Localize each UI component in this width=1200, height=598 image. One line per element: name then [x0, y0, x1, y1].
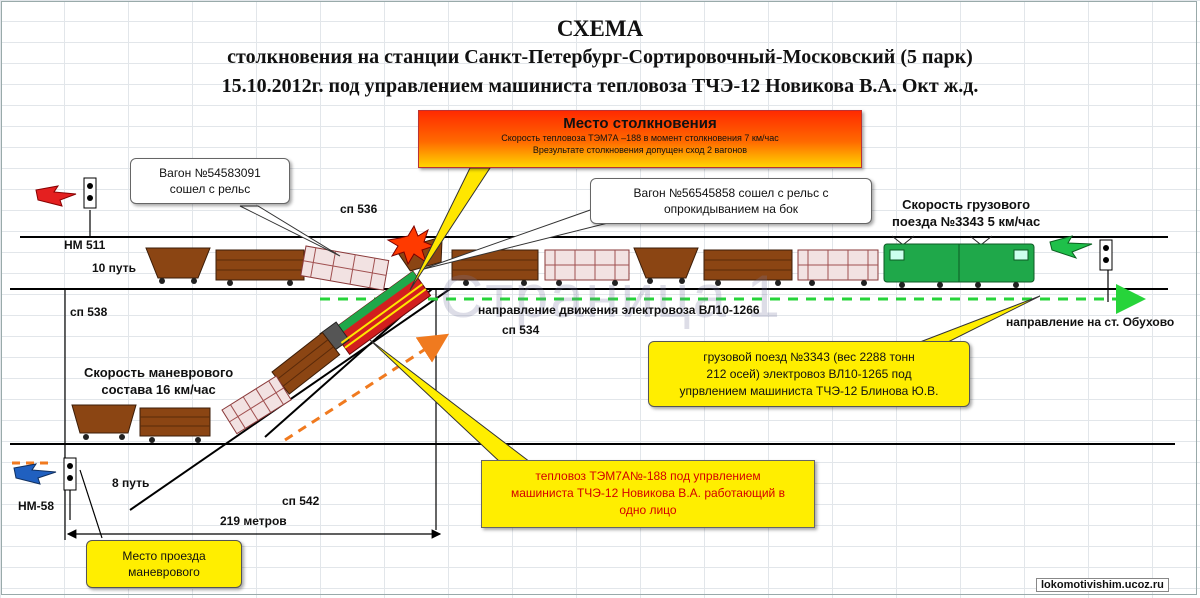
callout-pointers: [239, 167, 1041, 463]
tracks: [10, 210, 1175, 540]
shunt-pass-callout: Место проезда маневрового: [86, 540, 242, 588]
signal-hm58-label: НМ-58: [18, 499, 55, 513]
wagon-54583091-status: сошел с рельс: [169, 182, 251, 196]
boxcar-wagon: [139, 407, 211, 443]
freight-train-callout: грузовой поезд №3343 (вес 2288 тонн 212 …: [648, 341, 970, 407]
direction-obukhovo-label: направление на ст. Обухово: [1006, 315, 1175, 329]
signal-hm511-icon: [35, 177, 97, 209]
freight-speed-label: Скорость грузового поезда №3343 5 км/час: [892, 196, 1040, 230]
shunt-speed-label: Скорость маневрового состава 16 км/час: [84, 364, 233, 398]
wagon-56545858-callout: Вагон №56545858 сошел с рельс с опрокиды…: [590, 178, 872, 224]
distance-label: 219 метров: [220, 514, 287, 528]
wagon-56545858-status: опрокидыванием на бок: [663, 202, 799, 216]
wagon-54583091-label: Вагон №54583091: [159, 166, 261, 180]
freight-train-line-1: грузовой поезд №3343 (вес 2288 тонн: [703, 350, 915, 364]
gondola-wagon: [797, 249, 879, 286]
collision-place-box: Место столкновения Скорость тепловоза ТЭ…: [418, 110, 862, 168]
boxcar-wagon: [215, 249, 305, 286]
direction-vl10-label: направление движения электровоза ВЛ10-12…: [478, 303, 760, 317]
freight-train-line-3: упрвлением машиниста ТЧЭ-12 Блинова Ю.В.: [679, 384, 939, 398]
diesel-loco-line-2: машиниста ТЧЭ-12 Новикова В.А. работающи…: [511, 486, 785, 500]
electric-locomotive-vl10: [883, 235, 1035, 288]
hopper-wagon: [71, 404, 137, 440]
freight-train-line-2: 212 осей) электровоз ВЛ10-1265 под: [706, 367, 912, 381]
wagon-54583091-callout: Вагон №54583091 сошел с рельс: [130, 158, 290, 204]
signal-right-icon: [1049, 235, 1113, 271]
track-8-wagons: [71, 404, 211, 443]
gondola-wagon: [544, 249, 630, 286]
hopper-wagon: [145, 247, 211, 284]
diesel-loco-line-3: одно лицо: [619, 503, 677, 517]
track-10-label: 10 путь: [92, 261, 137, 275]
freight-speed-line-2: поезда №3343 5 км/час: [892, 214, 1041, 229]
collision-burst-icon: [386, 224, 436, 266]
shunt-pass-line-1: Место проезда: [122, 549, 206, 563]
signal-hm511-label: НМ 511: [64, 238, 106, 252]
freight-speed-line-1: Скорость грузового: [902, 197, 1031, 212]
diesel-loco-line-1: тепловоз ТЭМ7А№-188 под упрвлением: [535, 469, 761, 483]
track-8-label: 8 путь: [112, 476, 150, 490]
collision-result: Врезультате столкновения допущен сход 2 …: [532, 145, 748, 155]
shunt-speed-line-2: состава 16 км/час: [101, 382, 216, 397]
hopper-wagon: [633, 247, 699, 284]
pass-callout-pointer: [79, 469, 103, 539]
signal-hm58-icon: [13, 457, 77, 491]
shunt-speed-line-1: Скорость маневрового: [84, 365, 234, 380]
switch-542-label: сп 542: [282, 494, 320, 508]
collision-heading: Место столкновения: [563, 115, 717, 132]
title-line-3: 15.10.2012г. под управлением машиниста т…: [221, 75, 979, 97]
shunt-pass-line-2: маневрового: [128, 565, 200, 579]
hopper-wagon: [271, 331, 341, 395]
shunting-consist: [221, 331, 341, 435]
title-line-1: СХЕМА: [556, 16, 644, 41]
wagon-56545858-label: Вагон №56545858 сошел с рельс с: [633, 186, 829, 200]
boxcar-wagon: [703, 249, 793, 286]
site-watermark: lokomotivishim.ucoz.ru: [1036, 578, 1169, 592]
switch-538-label: сп 538: [70, 305, 108, 319]
page-watermark: Страница 1: [440, 263, 782, 330]
switch-536-label: сп 536: [340, 202, 378, 216]
diesel-locomotive-tem7a: [319, 270, 432, 355]
diesel-loco-callout: тепловоз ТЭМ7А№-188 под упрвлением машин…: [481, 460, 815, 528]
switch-534-label: сп 534: [502, 323, 540, 337]
collision-speed: Скорость тепловоза ТЭМ7А –188 в момент с…: [501, 133, 779, 143]
derailed-wagon-54583091: [300, 245, 390, 291]
gondola-wagon: [221, 375, 292, 435]
title-line-2: столкновения на станции Санкт-Петербург-…: [227, 46, 973, 68]
